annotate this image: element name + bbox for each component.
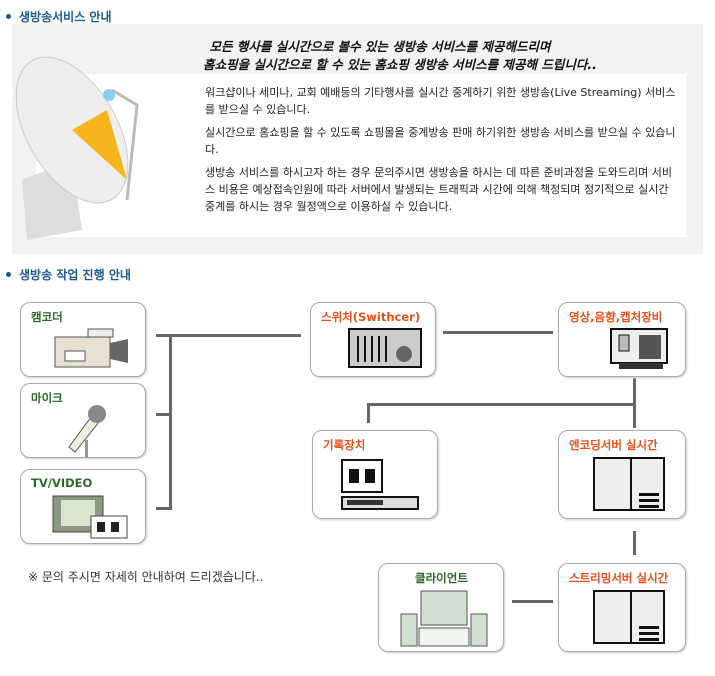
connector [169,334,172,510]
client-label: 클라이언트 [415,571,468,585]
camcorder-icon [54,328,128,368]
server-icon [593,590,665,644]
service-text-box [36,74,686,237]
connector [156,413,171,416]
capture-device-label: 영상,음향,캡처장비 [569,310,663,324]
bullet-icon [6,272,11,277]
connector [367,403,370,423]
contact-note: ※ 문의 주시면 자세히 안내하여 드리겠습니다.. [28,570,264,584]
section-title-workflow: 생방송 작업 진행 안내 [0,266,131,283]
connector [156,334,301,337]
paragraph-2: 실시간으로 홈쇼핑을 할 수 있도록 쇼핑몰을 중계방송 판매 하기위한 생방송… [205,126,676,156]
paragraph-3: 생방송 서비스를 하시고자 하는 경우 문의주시면 생방송을 하시는 데 따른 … [205,166,672,213]
client-computer-icon [400,590,488,647]
camcorder-box: 캠코더 [20,302,146,377]
switcher-box: 스위처(Swithcer) [310,302,436,377]
client-box: 클라이언트 [378,563,504,652]
bullet-icon [6,14,11,19]
connector [443,331,553,334]
microphone-icon [68,405,106,457]
connector [633,531,636,555]
section-title-service: 생방송서비스 안내 [0,8,112,25]
section-title-text: 생방송서비스 안내 [19,10,112,24]
encoding-server-box: 엔코딩서버 실시간 [558,430,686,519]
tv-vcr-icon [52,495,128,539]
service-description: 워크샵이나 세미나, 교회 예배등의 기타행사를 실시간 중계하기 위한 생방송… [205,84,680,221]
mic-box: 마이크 [20,383,146,458]
recorder-box: 기록장치 [312,430,438,519]
paragraph-1: 워크샵이나 세미나, 교회 예배등의 기타행사를 실시간 중계하기 위한 생방송… [205,86,676,116]
switcher-mixer-icon [348,328,422,368]
connector [512,600,553,603]
satellite-dish-icon [15,56,139,240]
capture-device-box: 영상,음향,캡처장비 [558,302,686,377]
encoding-server-label: 엔코딩서버 실시간 [569,438,658,452]
headline-line-1: 모든 행사를 실시간으로 볼수 있는 생방송 서비스를 제공해드리며 [209,39,551,54]
headline-line-2: 홈쇼핑을 실시간으로 할 수 있는 홈쇼핑 생방송 서비스를 제공해 드립니다.… [203,57,597,72]
connector [156,507,171,510]
tv-video-label: TV/VIDEO [31,476,93,490]
capture-card-icon [610,328,668,369]
recorder-label: 기록장치 [323,438,366,452]
mic-label: 마이크 [31,391,63,405]
tv-video-box: TV/VIDEO [20,469,146,544]
switcher-label: 스위처(Swithcer) [321,310,421,324]
connector [367,403,635,406]
recording-device-icon [341,459,419,510]
camcorder-label: 캠코더 [31,310,63,324]
server-icon [593,457,665,511]
streaming-server-box: 스트리밍서버 실시간 [558,563,686,652]
streaming-server-label: 스트리밍서버 실시간 [569,571,669,585]
section-title-text: 생방송 작업 진행 안내 [19,268,131,282]
